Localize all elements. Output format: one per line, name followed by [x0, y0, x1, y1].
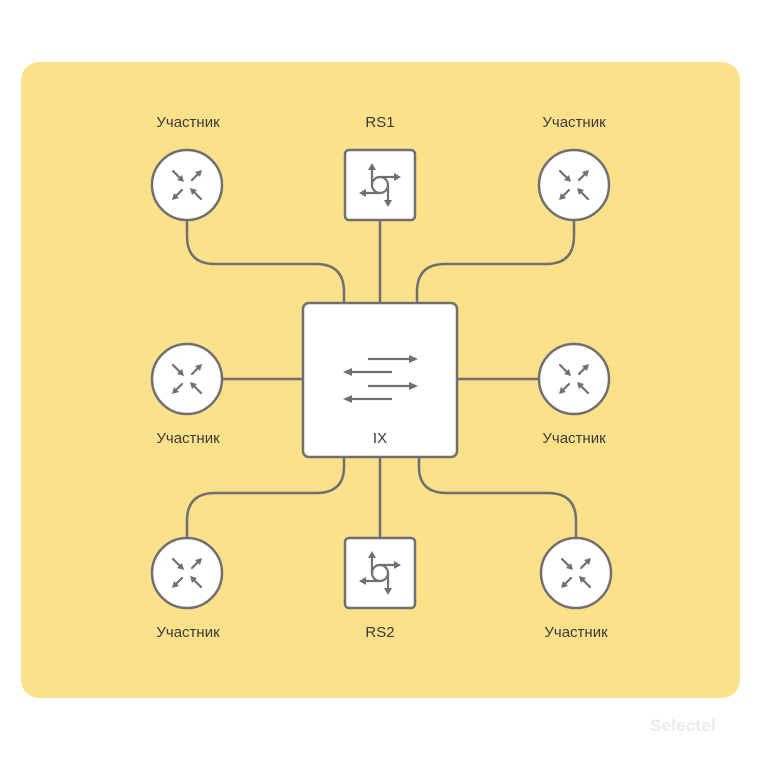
rs1-node: [343, 148, 417, 222]
participant-top-left-label: Участник: [156, 114, 220, 131]
participant-bottom-left: [150, 536, 224, 610]
ix-label: IX: [372, 430, 388, 447]
participant-middle-right: [537, 342, 611, 416]
brand-watermark: Selectel: [650, 716, 716, 735]
exchange-arrows-icon: [343, 355, 418, 403]
rs2-node: [343, 536, 417, 610]
participant-top-right: [537, 148, 611, 222]
participant-top-right-label: Участник: [542, 114, 606, 131]
participant-bottom-left-label: Участник: [156, 624, 220, 641]
participant-middle-right-label: Участник: [542, 430, 606, 447]
rs1-label: RS1: [365, 114, 395, 131]
participant-middle-left: [150, 342, 224, 416]
connection-lines: [185, 220, 578, 538]
participant-bottom-right-label: Участник: [544, 624, 608, 641]
participant-middle-left-label: Участник: [156, 430, 220, 447]
participant-bottom-right: [539, 536, 613, 610]
participant-top-left: [150, 148, 224, 222]
ix-node: [301, 301, 459, 459]
rs2-label: RS2: [365, 624, 395, 641]
